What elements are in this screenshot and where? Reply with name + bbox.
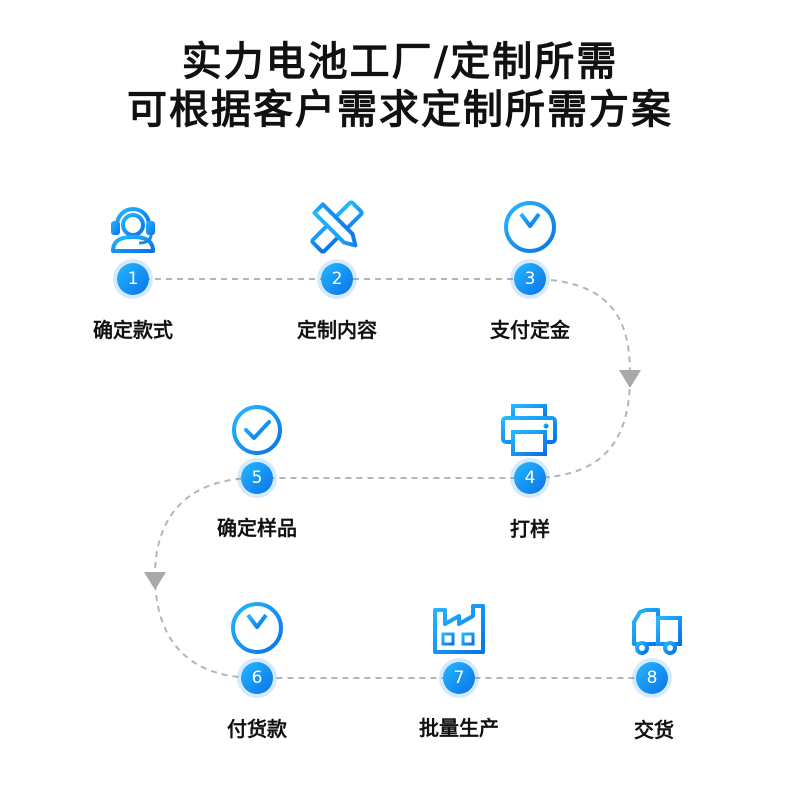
customer-service-icon [111, 207, 155, 253]
page-title: 实力电池工厂/定制所需 [181, 39, 619, 85]
step-number-badge: 8 [636, 662, 668, 694]
step-label: 支付定金 [490, 318, 570, 342]
yuan-coin-icon [504, 201, 556, 253]
printer-icon [501, 404, 557, 456]
step-number-badge: 6 [241, 662, 273, 694]
step-label: 打样 [510, 517, 550, 541]
step-number-badge: 7 [443, 662, 475, 694]
yuan-coin-icon [231, 602, 283, 654]
step-number-badge: 4 [514, 462, 546, 494]
step-number-badge: 3 [514, 263, 546, 295]
step-label: 确定样品 [217, 516, 297, 540]
step-number-badge: 2 [321, 263, 353, 295]
check-circle-icon [232, 405, 282, 455]
delivery-truck-icon [622, 608, 682, 655]
flow-arrow-down-left [144, 572, 166, 590]
flow-arrow-down-right [619, 370, 641, 388]
step-label: 确定款式 [93, 318, 173, 342]
step-number-badge: 1 [117, 263, 149, 295]
factory-icon [433, 604, 485, 654]
step-label: 交货 [634, 718, 674, 742]
step-label: 批量生产 [419, 716, 499, 740]
step-label: 付货款 [227, 717, 287, 741]
flow-path [133, 278, 652, 679]
step-label: 定制内容 [297, 318, 377, 342]
page-subtitle: 可根据客户需求定制所需方案 [127, 87, 673, 133]
step-number-badge: 5 [241, 462, 273, 494]
design-tools-icon [310, 200, 364, 254]
